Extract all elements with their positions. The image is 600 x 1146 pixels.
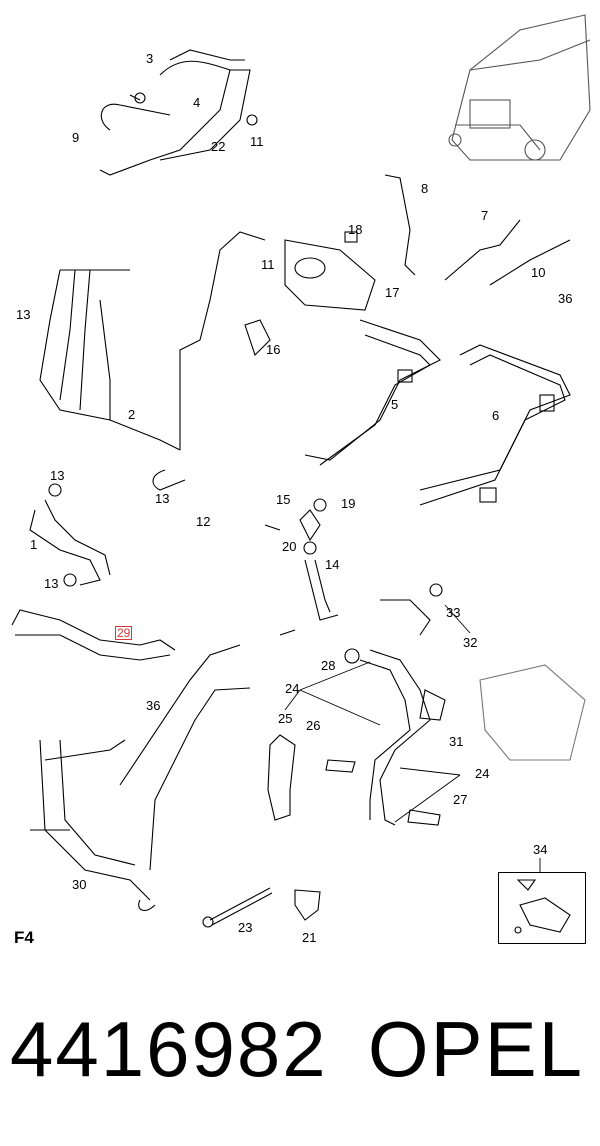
vehicle-thumbnail: [448, 14, 591, 161]
callout-23: 23: [238, 920, 253, 935]
pipe-assembly-6: [419, 344, 571, 506]
callout-17: 20: [282, 539, 297, 554]
callout-34: 34: [533, 842, 548, 857]
expansion-tank: [244, 231, 376, 357]
callout-7: 7: [481, 208, 489, 223]
part-number: 4416982: [10, 1005, 328, 1093]
inset-part-34: [514, 879, 571, 934]
callout-10: 9: [72, 130, 80, 145]
hose-assembly-30-36: [30, 644, 251, 911]
callout-22: 21: [302, 930, 317, 945]
callout-25: 25: [278, 711, 293, 726]
callout-13-a: 13: [16, 307, 31, 322]
callout-29-highlighted: 29: [115, 626, 133, 640]
small-hoses-7-8-9: [384, 174, 571, 286]
callout-19: 17: [385, 285, 400, 300]
hose-assembly-2: [39, 231, 266, 491]
callout-36: 36: [146, 698, 161, 713]
callout-13-c: 13: [155, 491, 170, 506]
section-code: F4: [14, 928, 34, 947]
callout-11-top: 11: [250, 134, 264, 149]
callout-20: 22: [211, 139, 226, 154]
callout-18: 16: [266, 342, 281, 357]
hose-parts-diagram: [11, 14, 591, 934]
pipe-14: [264, 498, 339, 636]
callout-8: 8: [421, 181, 429, 196]
callout-4: 4: [193, 95, 201, 110]
callout-11-mid: 11: [261, 257, 275, 272]
callout-33: 33: [446, 605, 461, 620]
callout-31: 31: [449, 734, 464, 749]
hose-1: [29, 483, 111, 587]
callout-27: 27: [453, 792, 468, 807]
callout-32: 32: [463, 635, 478, 650]
callout-9: 10: [531, 265, 546, 280]
callout-24-b: 24: [475, 766, 490, 781]
callout-13-b: 13: [50, 468, 65, 483]
callout-15: 15: [276, 492, 291, 507]
callout-14: 14: [325, 557, 340, 572]
callout-26: 26: [306, 718, 321, 733]
callout-1: 1: [30, 537, 38, 552]
callout-2: 2: [128, 407, 136, 422]
hose-assembly-24: [267, 583, 586, 826]
hose-group-top-left: [99, 49, 258, 176]
callout-30: 30: [72, 877, 87, 892]
callout-24-a: 24: [285, 681, 300, 696]
callout-6: 6: [492, 408, 500, 423]
callout-16: 19: [341, 496, 356, 511]
callout-13-d: 13: [44, 576, 59, 591]
inset-frame-34: [498, 872, 586, 944]
leader-lines: [284, 604, 541, 872]
callout-28: 28: [321, 658, 336, 673]
callout-3: 3: [146, 51, 154, 66]
hose-29: [11, 609, 176, 661]
callout-12: 12: [196, 514, 211, 529]
brand-name: OPEL: [367, 1005, 584, 1093]
bolt-and-clip: [202, 887, 321, 928]
callout-5: 5: [391, 397, 399, 412]
callout-35: 36: [558, 291, 573, 306]
callout-21: 18: [348, 222, 363, 237]
pipe-assembly-5: [304, 319, 441, 466]
